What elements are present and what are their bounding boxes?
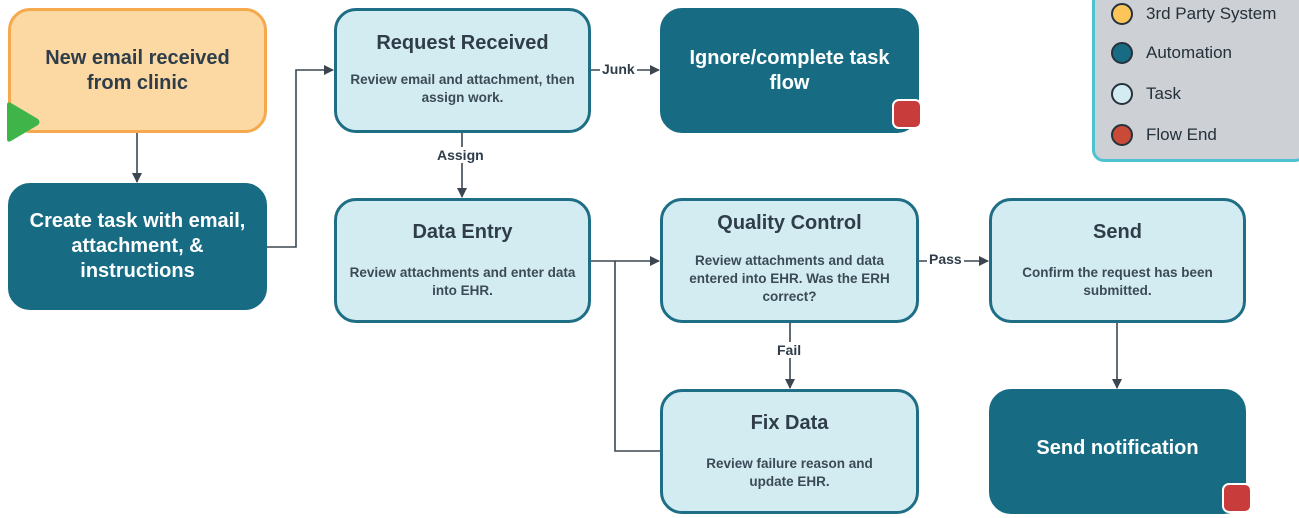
legend: 3rd Party System Automation Task Flow En… xyxy=(1092,0,1299,162)
start-icon xyxy=(7,102,40,142)
task-swatch-icon xyxy=(1111,83,1133,105)
node-quality-control-title: Quality Control xyxy=(717,212,862,234)
node-data-entry-desc: Review attachments and enter data into E… xyxy=(349,265,576,298)
legend-item-flow-end: Flow End xyxy=(1111,124,1217,146)
node-fix-data-desc: Review failure reason and update EHR. xyxy=(706,456,873,489)
node-quality-control[interactable]: Quality Control Review attachments and d… xyxy=(660,198,919,323)
edge-label-junk: Junk xyxy=(600,61,637,77)
node-send-notification[interactable]: Send notification xyxy=(989,389,1246,514)
node-request-received[interactable]: Request Received Review email and attach… xyxy=(334,8,591,133)
flow-end-swatch-icon xyxy=(1111,124,1133,146)
legend-item-automation: Automation xyxy=(1111,42,1232,64)
legend-item-3rd-party: 3rd Party System xyxy=(1111,3,1276,25)
flow-end-icon xyxy=(1222,483,1252,513)
node-request-received-title: Request Received xyxy=(376,32,549,54)
node-request-received-desc: Review email and attachment, then assign… xyxy=(350,72,575,105)
edge-label-assign: Assign xyxy=(435,147,486,163)
automation-swatch-icon xyxy=(1111,42,1133,64)
legend-item-task: Task xyxy=(1111,83,1181,105)
legend-label: Automation xyxy=(1146,43,1232,62)
node-new-email-title: New email received from clinic xyxy=(45,46,230,94)
node-ignore[interactable]: Ignore/complete task flow xyxy=(660,8,919,133)
edge-label-fail: Fail xyxy=(775,342,804,358)
edge-create-task-to-request xyxy=(267,65,334,248)
third-party-swatch-icon xyxy=(1111,3,1133,25)
node-create-task[interactable]: Create task with email, attachment, & in… xyxy=(8,183,267,310)
node-send-desc: Confirm the request has been submitted. xyxy=(1022,265,1213,298)
node-send-notification-title: Send notification xyxy=(1036,437,1199,459)
edge-fix-to-qc xyxy=(614,261,660,452)
legend-label: 3rd Party System xyxy=(1146,4,1277,23)
edge-label-pass: Pass xyxy=(927,251,964,267)
node-create-task-title: Create task with email, attachment, & in… xyxy=(29,210,246,282)
flow-end-icon xyxy=(892,99,922,129)
node-ignore-title: Ignore/complete task flow xyxy=(689,46,890,94)
node-data-entry-title: Data Entry xyxy=(412,221,513,243)
node-data-entry[interactable]: Data Entry Review attachments and enter … xyxy=(334,198,591,323)
node-fix-data-title: Fix Data xyxy=(750,412,829,434)
legend-label: Task xyxy=(1146,84,1181,103)
node-new-email[interactable]: New email received from clinic xyxy=(8,8,267,133)
node-fix-data[interactable]: Fix Data Review failure reason and updat… xyxy=(660,389,919,514)
legend-label: Flow End xyxy=(1146,125,1217,144)
node-send[interactable]: Send Confirm the request has been submit… xyxy=(989,198,1246,323)
node-quality-control-desc: Review attachments and data entered into… xyxy=(689,253,890,304)
node-send-title: Send xyxy=(1093,221,1142,243)
